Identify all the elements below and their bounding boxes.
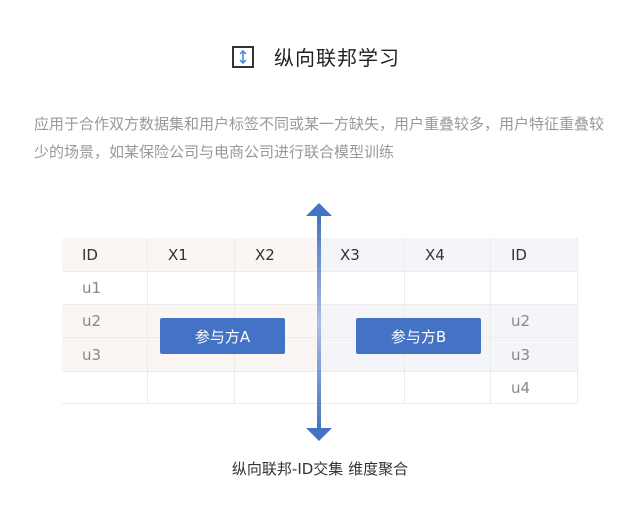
table-header-cell: ID — [491, 238, 578, 272]
description: 应用于合作双方数据集和用户标签不同或某一方缺失，用户重叠较多，用户特征重叠较少的… — [34, 115, 605, 161]
table-cell: u3 — [491, 338, 578, 372]
table-header-cell: X4 — [405, 238, 491, 272]
table-cell — [320, 372, 405, 404]
table-cell: u2 — [491, 305, 578, 338]
table-cell — [320, 272, 405, 305]
section-title: 纵向联邦学习 — [232, 42, 400, 71]
vertical-arrows-icon — [232, 45, 254, 68]
party-b-label: 参与方B — [356, 318, 481, 354]
caption: 纵向联邦-ID交集 维度聚合 — [231, 460, 409, 478]
title-text: 纵向联邦学习 — [274, 46, 400, 70]
party-a-label: 参与方A — [160, 318, 285, 354]
table-cell — [148, 372, 235, 404]
vertical-double-arrow-icon — [306, 203, 332, 441]
table-header-cell: X3 — [320, 238, 405, 272]
table-cell — [405, 372, 491, 404]
table-cell: u4 — [491, 372, 578, 404]
table-cell: u2 — [62, 305, 148, 338]
table-cell — [62, 372, 148, 404]
table-cell — [491, 272, 578, 305]
table-header-cell: X1 — [148, 238, 235, 272]
table-cell — [148, 272, 235, 305]
table-cell: u1 — [62, 272, 148, 305]
table-cell — [405, 272, 491, 305]
table-header-cell: ID — [62, 238, 148, 272]
table-cell: u3 — [62, 338, 148, 372]
